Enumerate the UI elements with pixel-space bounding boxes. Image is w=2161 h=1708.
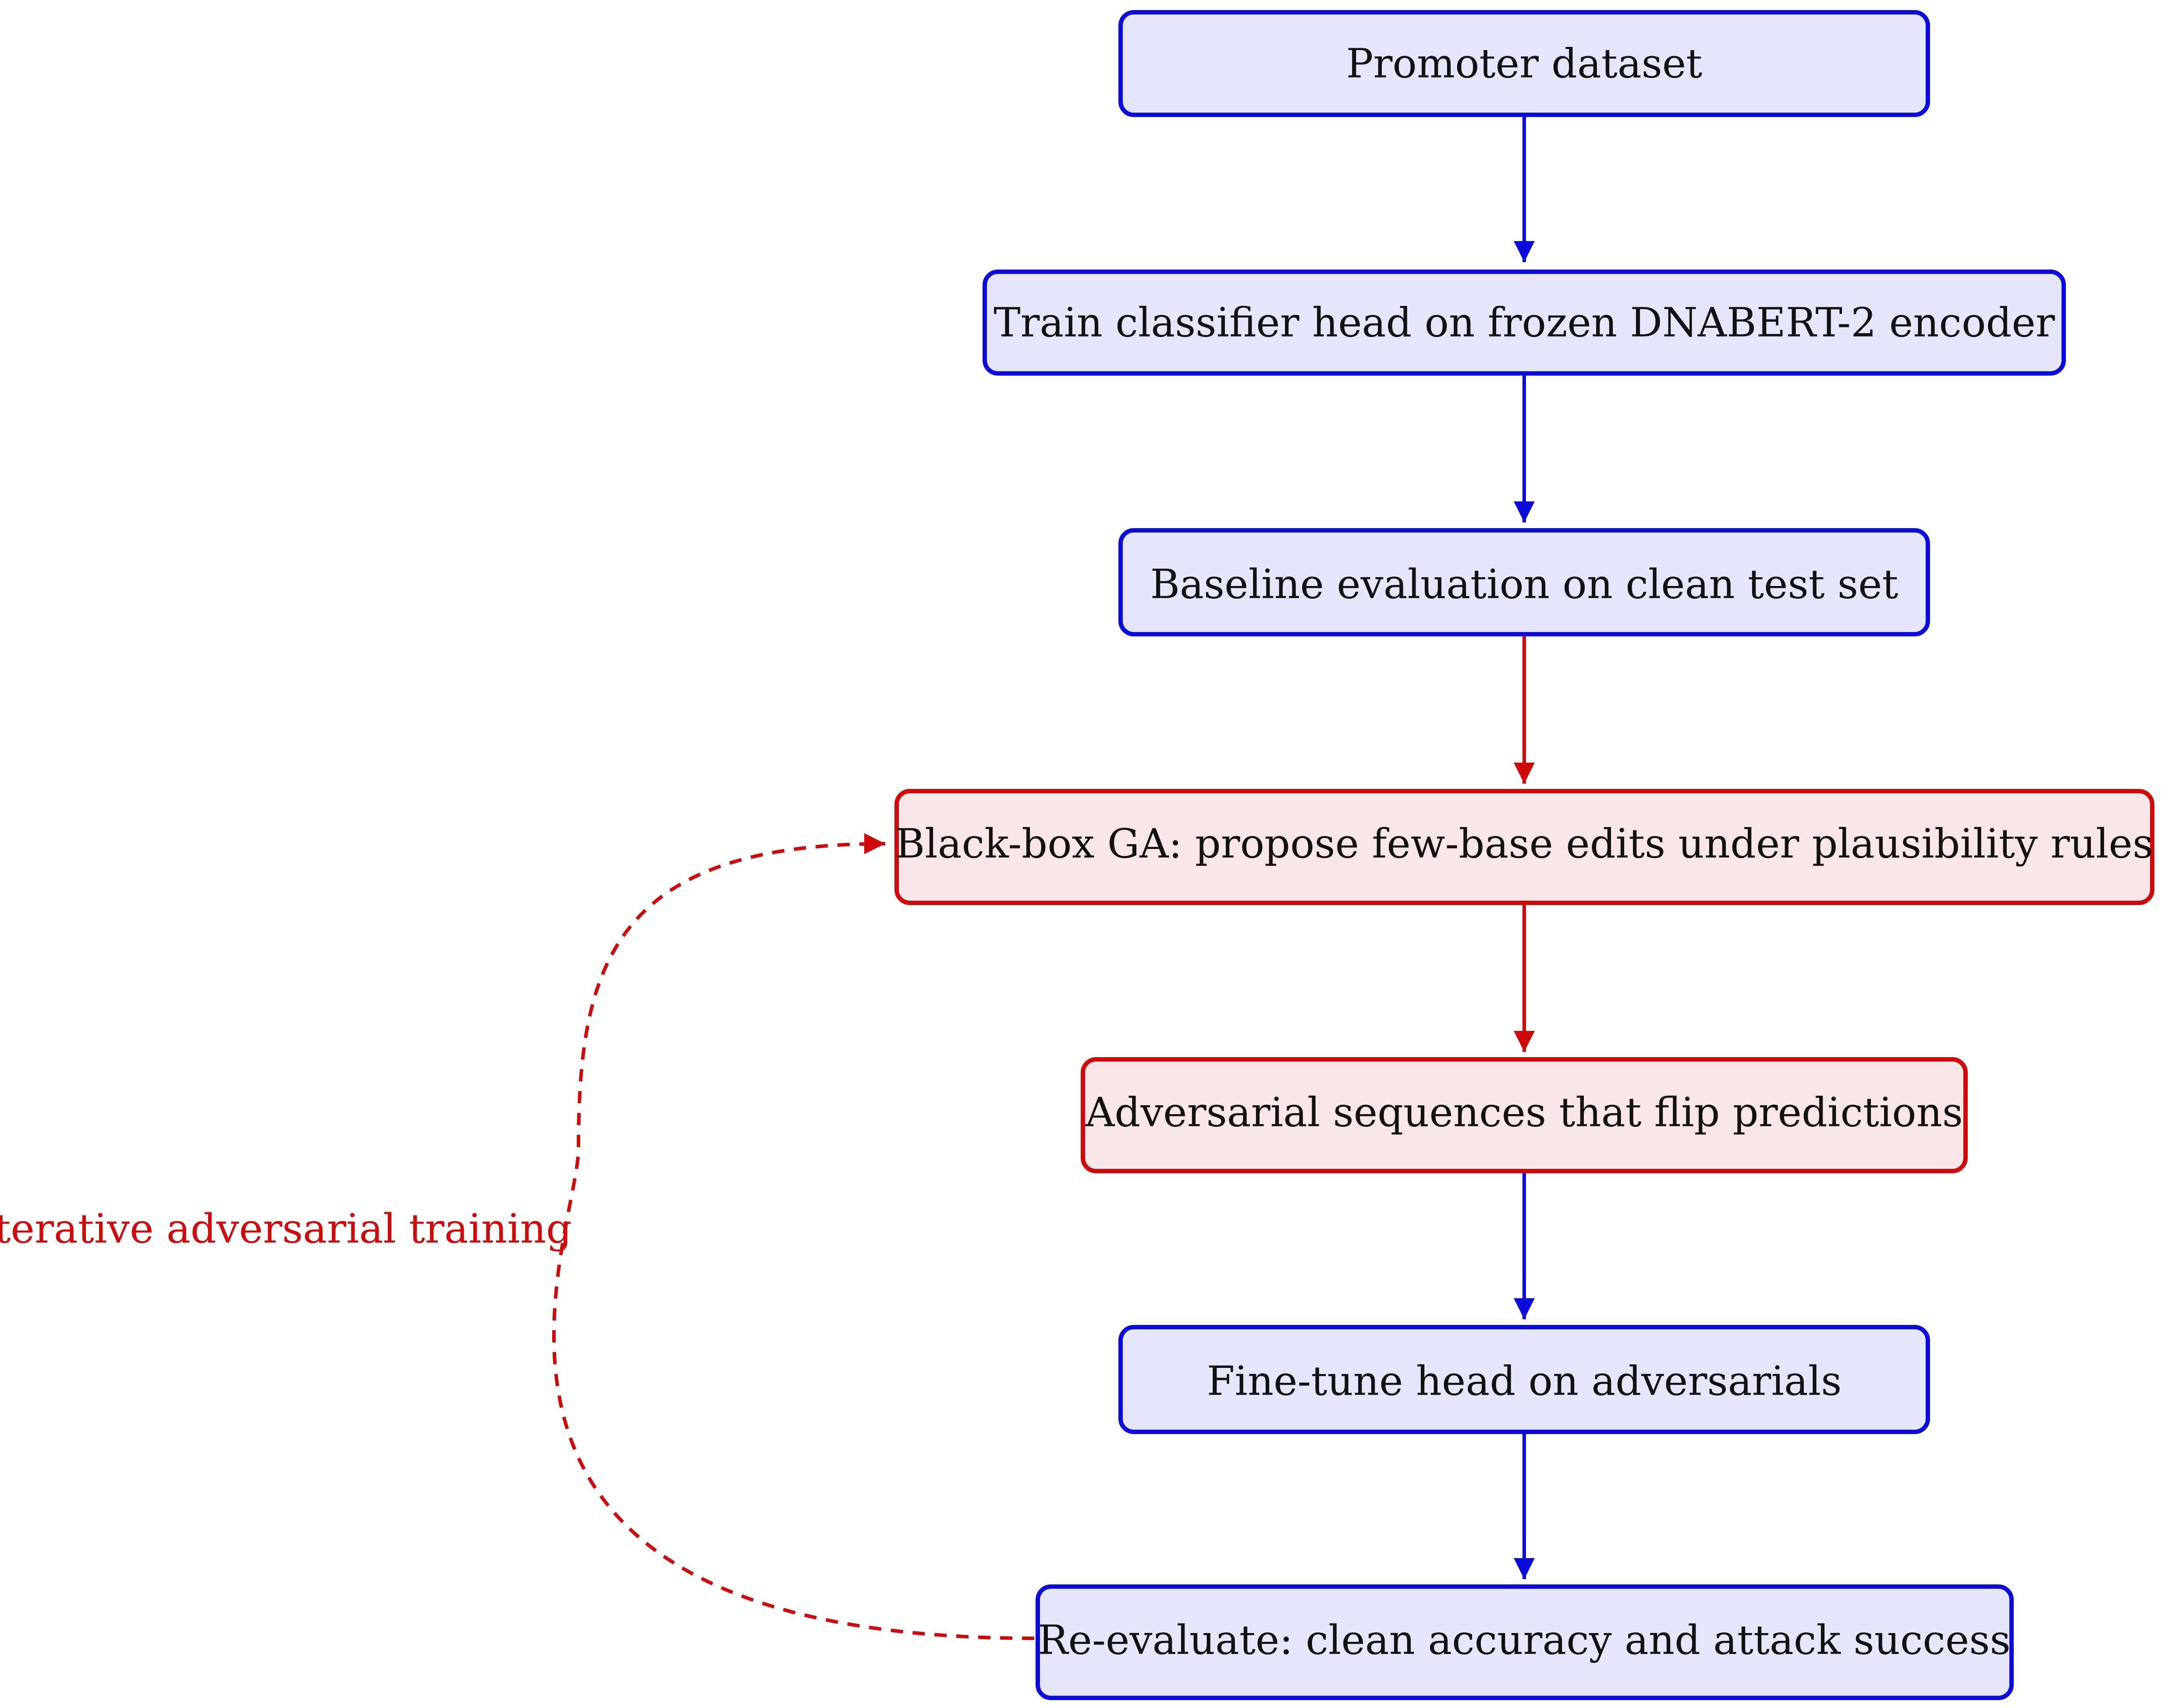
- node-baseline-eval-label: Baseline evaluation on clean test set: [1150, 561, 1898, 608]
- node-baseline-eval: Baseline evaluation on clean test set: [1118, 528, 1930, 636]
- node-re-evaluate: Re-evaluate: clean accuracy and attack s…: [1036, 1584, 2014, 1700]
- node-promoter-dataset: Promoter dataset: [1118, 10, 1930, 117]
- node-adversarial-seqs: Adversarial sequences that flip predicti…: [1081, 1057, 1968, 1173]
- node-re-evaluate-label: Re-evaluate: clean accuracy and attack s…: [1038, 1617, 2011, 1664]
- node-train-classifier: Train classifier head on frozen DNABERT-…: [983, 270, 2066, 376]
- node-adversarial-seqs-label: Adversarial sequences that flip predicti…: [1085, 1089, 1963, 1136]
- node-train-classifier-label: Train classifier head on frozen DNABERT-…: [994, 299, 2055, 346]
- node-promoter-dataset-label: Promoter dataset: [1346, 40, 1703, 87]
- node-fine-tune-label: Fine-tune head on adversarials: [1207, 1358, 1842, 1405]
- iterative-loop-arrow: [552, 833, 1035, 1640]
- node-black-box-ga-label: Black-box GA: propose few-base edits und…: [895, 820, 2154, 867]
- iterative-loop-label: Iterative adversarial training: [0, 1205, 572, 1252]
- node-black-box-ga: Black-box GA: propose few-base edits und…: [894, 789, 2154, 905]
- node-fine-tune: Fine-tune head on adversarials: [1118, 1325, 1930, 1434]
